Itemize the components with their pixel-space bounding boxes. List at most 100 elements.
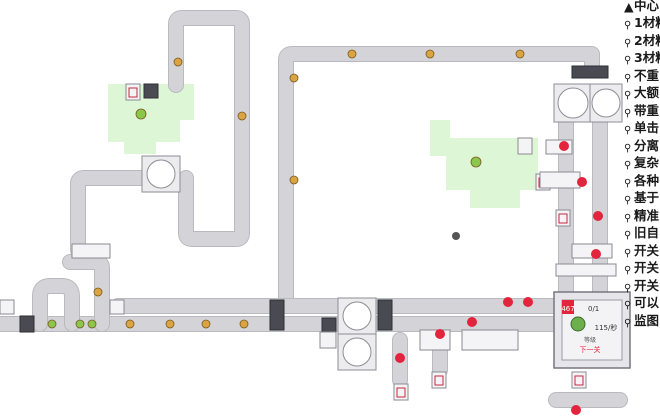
shape-item (135, 108, 147, 120)
belt-items (47, 49, 525, 329)
panel-item-label: 大额 (634, 85, 660, 100)
panel-item[interactable]: ⚲开关 (624, 240, 660, 259)
painter-icon[interactable] (435, 329, 445, 339)
painter-icon[interactable] (523, 297, 533, 307)
trash-icon[interactable] (393, 383, 409, 401)
panel-item-label: 3材料 (634, 50, 660, 65)
extractor-icon[interactable] (0, 299, 15, 315)
shape-item (165, 319, 175, 329)
tunnel-icon[interactable] (269, 299, 285, 331)
painter-icon[interactable] (591, 249, 601, 259)
panel-item[interactable]: ⚲1材料 (624, 12, 660, 31)
panel-item[interactable]: ⚲各种 (624, 170, 660, 189)
resource-zone (108, 118, 180, 142)
painter-icon[interactable] (503, 297, 513, 307)
panel-item[interactable]: ⚲精准 (624, 205, 659, 224)
pin-icon: ⚲ (624, 282, 632, 294)
panel-item-label: 监图 (634, 312, 660, 328)
painter-icon[interactable] (593, 211, 603, 221)
conveyor-belts[interactable] (0, 10, 628, 408)
shape-item (87, 319, 97, 329)
cutter-icon[interactable] (539, 171, 581, 189)
balancer-icon[interactable] (337, 297, 377, 335)
panel-item-label: 开关 (634, 242, 660, 258)
trash-icon[interactable] (431, 371, 447, 389)
panel-item[interactable]: ⚲基于 (624, 187, 659, 206)
hub-next-level[interactable]: 下一关 (580, 345, 601, 354)
painter-icon[interactable] (571, 405, 581, 415)
shape-item (239, 319, 249, 329)
pin-icon: ⚲ (624, 212, 632, 224)
panel-item-label: 分离 (634, 137, 660, 153)
panel-item[interactable]: ⚲监图 (624, 310, 660, 329)
shape-item (125, 319, 135, 329)
extractor-icon[interactable] (109, 299, 125, 315)
pin-icon: ▲ (624, 0, 634, 14)
trash-icon[interactable] (125, 83, 141, 101)
balancer-icon[interactable] (589, 83, 623, 123)
shape-item (93, 287, 103, 297)
panel-item[interactable]: ⚲复杂 (624, 152, 659, 171)
hub-icon[interactable]: 467 0/1 115/秒 等级 下一关 (553, 291, 631, 369)
shape-item (201, 319, 211, 329)
panel-item-label: 不重 (634, 67, 660, 83)
cutter-icon[interactable] (461, 329, 519, 351)
shape-item (452, 232, 460, 240)
pin-icon: ⚲ (624, 90, 632, 101)
panel-item[interactable]: ⚲旧自 (624, 222, 659, 241)
panel-item-label: 各种 (634, 172, 660, 188)
hub-level: 等级 (584, 336, 596, 344)
balancer-icon[interactable] (553, 83, 593, 123)
panel-item[interactable]: ⚲不重 (624, 65, 660, 84)
shape-item (237, 111, 247, 121)
tunnel-group[interactable] (19, 65, 609, 333)
trash-icon[interactable] (571, 371, 587, 389)
panel-item[interactable]: ⚲带重 (624, 100, 659, 119)
pin-icon: ⚲ (624, 125, 632, 136)
pin-icon: ⚲ (624, 55, 632, 66)
panel-item[interactable]: ⚲分离 (624, 135, 660, 154)
level-panel: ▲中心 ⚲1材料⚲2材料⚲3材料⚲不重⚲大额⚲带重⚲单击⚲分离⚲复杂⚲各种⚲基于… (620, 0, 660, 330)
trash-icon[interactable] (555, 209, 571, 227)
pin-icon: ⚲ (624, 72, 632, 84)
panel-item-label: 单击 (634, 120, 660, 135)
painter-icon[interactable] (559, 141, 569, 151)
balancer-icon[interactable] (337, 333, 377, 371)
tunnel-icon[interactable] (321, 317, 337, 333)
hub-badge-text: 467 (561, 305, 574, 313)
tunnel-icon[interactable] (19, 315, 35, 333)
panel-item[interactable]: ⚲3材料 (624, 47, 660, 66)
hub-count: 0/1 (588, 305, 599, 313)
panel-item[interactable]: ⚲单击 (624, 117, 660, 136)
pin-icon: ⚲ (624, 195, 632, 206)
tunnel-icon[interactable] (377, 299, 393, 331)
panel-item[interactable]: ⚲开关 (624, 257, 660, 276)
painter-icon[interactable] (467, 317, 477, 327)
resource-zone (430, 120, 450, 156)
panel-item[interactable]: ⚲开关 (624, 275, 660, 294)
balancer-icon[interactable] (141, 155, 181, 193)
cutter-icon[interactable] (419, 329, 451, 351)
hub-badge (562, 300, 574, 314)
extractor-icon[interactable] (71, 243, 111, 259)
pin-icon: ⚲ (624, 317, 632, 329)
cutter-icon[interactable] (319, 331, 337, 349)
tunnel-icon[interactable] (143, 83, 159, 99)
panel-item[interactable]: ⚲标示 (624, 327, 659, 330)
painter-group[interactable] (395, 141, 603, 415)
shape-item (425, 49, 435, 59)
panel-item-label: 开关 (634, 260, 660, 275)
painter-icon[interactable] (395, 353, 405, 363)
shape-item (515, 49, 525, 59)
balancer-group[interactable] (141, 83, 623, 371)
tunnel-icon[interactable] (571, 65, 609, 79)
painter-icon[interactable] (577, 177, 587, 187)
cutter-icon[interactable] (555, 263, 617, 277)
panel-item[interactable]: ⚲2材料 (624, 30, 660, 49)
panel-item[interactable]: ⚲可以 (624, 292, 659, 311)
panel-item-label: 开关 (634, 277, 660, 293)
building-group[interactable] (0, 83, 617, 401)
panel-item[interactable]: ⚲大额 (624, 82, 660, 101)
